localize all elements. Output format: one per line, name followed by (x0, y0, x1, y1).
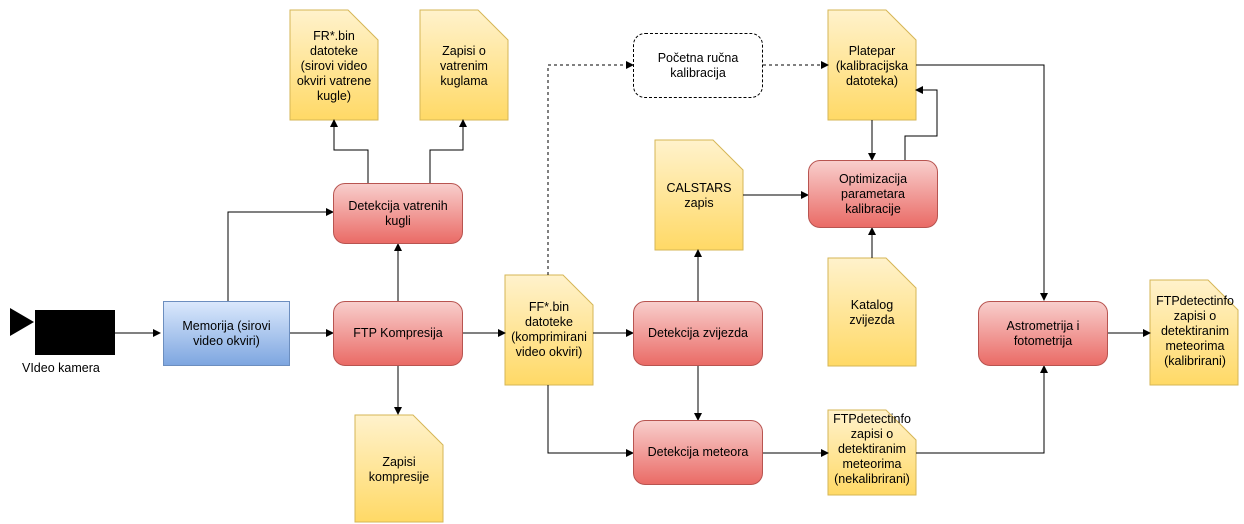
calstars-doc-shape (654, 139, 744, 251)
zapisi-kuglama-doc: Zapisi o vatrenim kuglama (440, 43, 488, 88)
edge-platepar-astrometrija (916, 64, 1048, 301)
video-camera-icon (10, 308, 115, 355)
astrometrija-box: Astrometrija i fotometrija (978, 301, 1108, 366)
zapisi-kuglama-doc-shape (419, 9, 509, 121)
platepar-doc: Platepar (kalibracijska datoteka) (835, 43, 909, 88)
memorija-box: Memorija (sirovi video okviri) (163, 301, 290, 366)
fr-bin-doc: FR*.bin datoteke (sirovi video okviri va… (296, 28, 372, 103)
detekcija-meteora-box: Detekcija meteora (633, 420, 763, 485)
edge-ff-detekcija-meteora (547, 385, 634, 457)
ftpdetect-kal-doc-shape (1149, 279, 1239, 386)
pocetna-kalibracija-box: Početna ručna kalibracija (633, 33, 763, 98)
edge-optimizacija-platepar (904, 86, 938, 160)
fr-bin-doc-shape (289, 9, 379, 121)
document-shapes (289, 9, 1239, 523)
connectors (115, 61, 1151, 457)
edge-ff-pocetna-kalibracija (547, 61, 634, 275)
katalog-doc: Katalog zvijezda (849, 298, 895, 327)
optimizacija-box: Optimizacija parametara kalibracije (808, 160, 938, 228)
calstars-doc: CALSTARS zapis (666, 181, 732, 210)
ftpdetect-kal-doc: FTPdetectinfo zapisi o detektiranim mete… (1156, 293, 1234, 368)
ff-bin-doc: FF*.bin datoteke (komprimirani video okv… (511, 300, 587, 359)
edge-kugli-fr-bin (330, 119, 369, 183)
edge-ftpdetect-astrometrija (916, 365, 1048, 454)
detekcija-zvijezda-box: Detekcija zvijezda (633, 301, 763, 366)
zapisi-kompresije-doc: Zapisi kompresije (368, 455, 430, 484)
edge-memorija-detekcija-kugli (227, 208, 334, 301)
ff-bin-doc-shape (504, 274, 594, 386)
video-camera-label: VIdeo kamera (22, 361, 100, 375)
ftpdetect-nekal-doc: FTPdetectinfo zapisi o detektiranim mete… (833, 411, 911, 486)
edge-kugli-zapisi (429, 119, 467, 183)
ftp-kompresija-box: FTP Kompresija (333, 301, 463, 366)
ftpdetect-nekal-doc-shape (827, 409, 917, 496)
platepar-doc-shape (827, 9, 917, 121)
zapisi-kompresije-doc-shape (354, 414, 444, 523)
katalog-doc-shape (827, 257, 917, 367)
detekcija-kugli-box: Detekcija vatrenih kugli (333, 183, 463, 244)
